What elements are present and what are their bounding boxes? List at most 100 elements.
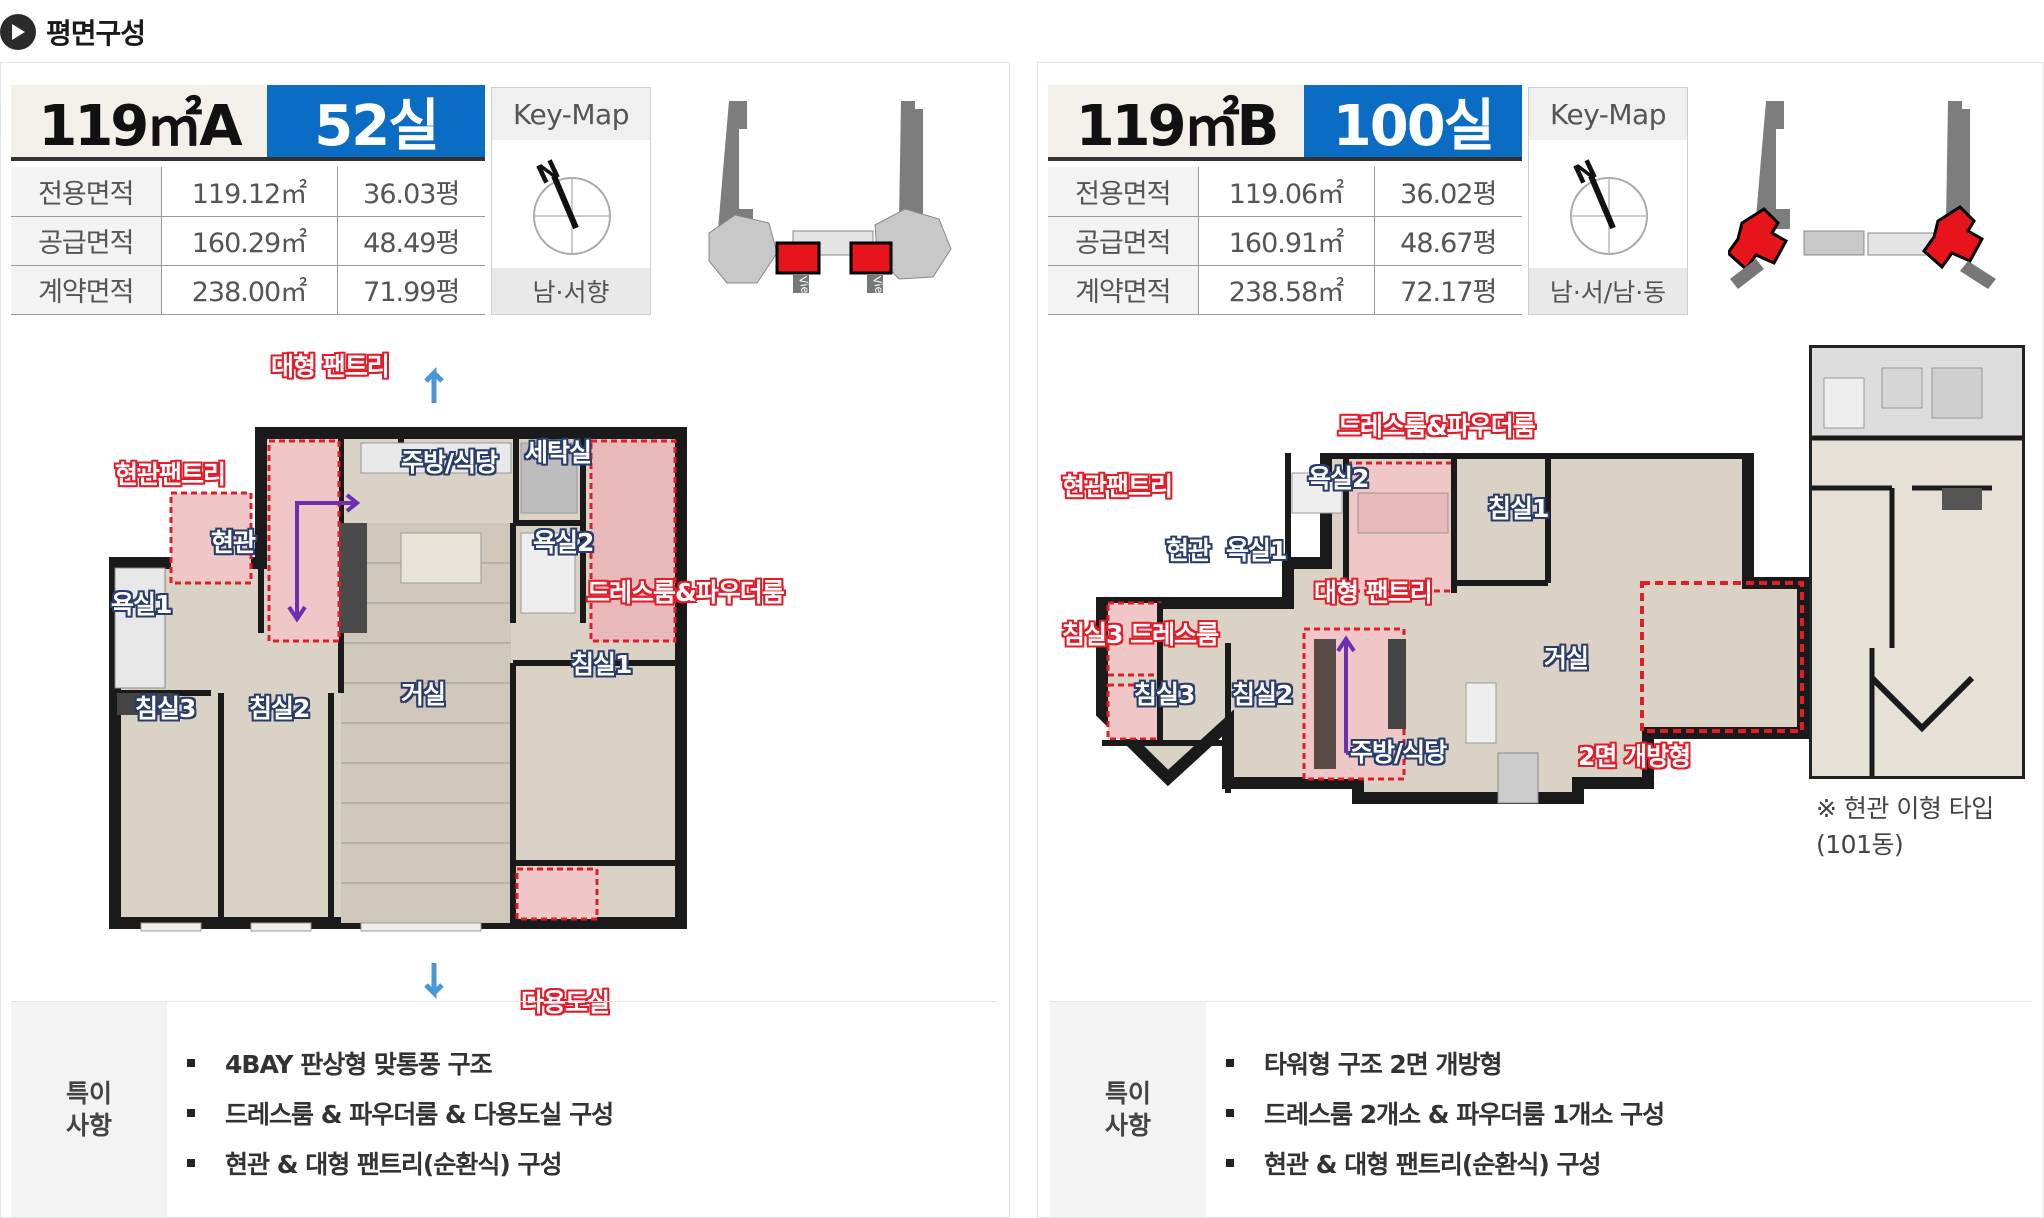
- table-row: 계약면적 238.58㎡ 72.17평: [1048, 265, 1522, 315]
- area-label: 계약면적: [11, 265, 162, 315]
- unit-panel-119b: 119㎡B 100실 전용면적 119.06㎡ 36.02평 공급면적 160.…: [1037, 62, 2044, 1218]
- list-item: 4BAY 판상형 맞통풍 구조: [187, 1038, 613, 1088]
- callout-label: 현관팬트리: [1062, 472, 1173, 501]
- inset-note-line: (101동): [1816, 830, 1904, 859]
- view-label: View: [796, 275, 813, 293]
- list-item: 현관 & 대형 팬트리(순환식) 구성: [1226, 1138, 1664, 1188]
- bullet-icon: [1226, 1059, 1234, 1067]
- section-header: 평면구성: [0, 10, 146, 54]
- room-label: 침실3: [135, 694, 196, 723]
- site-map-image: [1728, 101, 1996, 289]
- bullet-icon: [1226, 1159, 1234, 1167]
- note-text: 타워형 구조 2면 개방형: [1264, 1050, 1503, 1079]
- note-text: 현관 & 대형 팬트리(순환식) 구성: [225, 1150, 562, 1179]
- note-text: 현관 & 대형 팬트리(순환식) 구성: [1264, 1150, 1601, 1179]
- callout-label: 현관팬트리: [115, 460, 226, 489]
- bullet-icon: [187, 1059, 195, 1067]
- inset-note: ※ 현관 이형 타입 (101동): [1816, 791, 1994, 863]
- room-label: 주방/식당: [1350, 738, 1447, 767]
- area-m2: 160.91㎡: [1198, 216, 1375, 266]
- callout-label: 침실3 드레스룸: [1062, 620, 1219, 649]
- key-map: Key-Map N 남·서/남·동: [1528, 87, 1688, 315]
- inset-plan: [1809, 345, 2025, 779]
- area-m2: 238.00㎡: [161, 265, 338, 315]
- orientation-label: 남·서향: [492, 268, 650, 314]
- unit-type-label: 119㎡A: [11, 85, 267, 159]
- room-label: 침실3: [1134, 680, 1195, 709]
- room-label: 침실1: [1488, 494, 1549, 523]
- area-m2: 119.12㎡: [161, 167, 338, 217]
- area-label: 계약면적: [1048, 265, 1199, 315]
- table-row: 공급면적 160.29㎡ 48.49평: [11, 216, 485, 266]
- area-label: 공급면적: [1048, 216, 1199, 266]
- area-m2: 238.58㎡: [1198, 265, 1375, 315]
- room-label: 욕실1: [111, 590, 172, 619]
- table-row: 공급면적 160.91㎡ 48.67평: [1048, 216, 1522, 266]
- floor-plan-drawing: [1096, 453, 1809, 804]
- room-label: 세탁실: [525, 438, 592, 467]
- room-label: 침실2: [249, 694, 310, 723]
- callout-label: 대형 팬트리: [1314, 578, 1433, 607]
- room-label: 욕실2: [1308, 464, 1369, 493]
- room-label: 욕실1: [1226, 536, 1287, 565]
- notes-label-line: 특이: [65, 1078, 112, 1108]
- callout-label: 대형 팬트리: [271, 352, 390, 381]
- divider: [11, 157, 485, 161]
- bullet-icon: [187, 1159, 195, 1167]
- room-label: 침실2: [1232, 680, 1293, 709]
- view-label: View: [870, 275, 887, 293]
- unit-type-header: 119㎡B 100실: [1048, 85, 1522, 159]
- table-row: 전용면적 119.06㎡ 36.02평: [1048, 167, 1522, 217]
- compass-icon: N: [1569, 155, 1648, 255]
- area-m2: 119.06㎡: [1198, 167, 1375, 217]
- play-circle-icon: [0, 14, 36, 50]
- unit-count-label: 100실: [1304, 85, 1522, 159]
- area-table: 전용면적 119.06㎡ 36.02평 공급면적 160.91㎡ 48.67평 …: [1048, 167, 1522, 315]
- notes-label-line: 사항: [65, 1110, 112, 1140]
- area-pyeong: 48.49평: [337, 216, 485, 266]
- list-item: 타워형 구조 2면 개방형: [1226, 1038, 1664, 1088]
- area-pyeong: 72.17평: [1374, 265, 1522, 315]
- list-item: 드레스룸 & 파우더룸 & 다용도실 구성: [187, 1088, 614, 1138]
- note-text: 드레스룸 2개소 & 파우더룸 1개소 구성: [1264, 1100, 1665, 1129]
- unit-panel-119a: 119㎡A 52실 전용면적 119.12㎡ 36.03평 공급면적 160.2…: [0, 62, 1010, 1218]
- inset-plan-drawing: [1812, 348, 2022, 776]
- callout-label: 다용도실: [521, 988, 610, 1017]
- unit-count-label: 52실: [267, 85, 485, 159]
- room-label: 거실: [1544, 644, 1589, 673]
- notes-label-line: 특이: [1104, 1078, 1151, 1108]
- key-map-title: Key-Map: [1529, 88, 1687, 140]
- bullet-icon: [187, 1109, 195, 1117]
- notes-list: 4BAY 판상형 맞통풍 구조 드레스룸 & 파우더룸 & 다용도실 구성 현관…: [167, 1002, 614, 1217]
- area-pyeong: 48.67평: [1374, 216, 1522, 266]
- area-pyeong: 36.03평: [337, 167, 485, 217]
- compass-icon: N: [532, 155, 611, 255]
- room-label: 현관: [1166, 536, 1211, 565]
- table-row: 계약면적 238.00㎡ 71.99평: [11, 265, 485, 315]
- area-m2: 160.29㎡: [161, 216, 338, 266]
- notes-label-line: 사항: [1104, 1110, 1151, 1140]
- room-label: 욕실2: [533, 528, 594, 557]
- note-text: 드레스룸 & 파우더룸 & 다용도실 구성: [225, 1100, 614, 1129]
- area-pyeong: 36.02평: [1374, 167, 1522, 217]
- floor-plan: 욕실2 침실1 현관 욕실1 거실 침실3 침실2 주방/식당 드레스룸&파우더…: [1062, 412, 1838, 1033]
- area-label: 전용면적: [1048, 167, 1199, 217]
- site-map-image: View View: [708, 101, 952, 293]
- key-map-title: Key-Map: [492, 88, 650, 140]
- list-item: 현관 & 대형 팬트리(순환식) 구성: [187, 1138, 613, 1188]
- area-table: 전용면적 119.12㎡ 36.03평 공급면적 160.29㎡ 48.49평 …: [11, 167, 485, 315]
- room-label: 현관: [211, 528, 256, 557]
- section-title: 평면구성: [46, 17, 146, 50]
- area-label: 공급면적: [11, 216, 162, 266]
- bullet-icon: [1226, 1109, 1234, 1117]
- callout-label: 드레스룸&파우더룸: [587, 578, 785, 607]
- table-row: 전용면적 119.12㎡ 36.03평: [11, 167, 485, 217]
- notes-list: 타워형 구조 2면 개방형 드레스룸 2개소 & 파우더룸 1개소 구성 현관 …: [1206, 1002, 1665, 1217]
- list-item: 드레스룸 2개소 & 파우더룸 1개소 구성: [1226, 1088, 1665, 1138]
- room-label: 침실1: [571, 650, 632, 679]
- orientation-label: 남·서/남·동: [1529, 268, 1687, 314]
- callout-label: 드레스룸&파우더룸: [1338, 412, 1536, 441]
